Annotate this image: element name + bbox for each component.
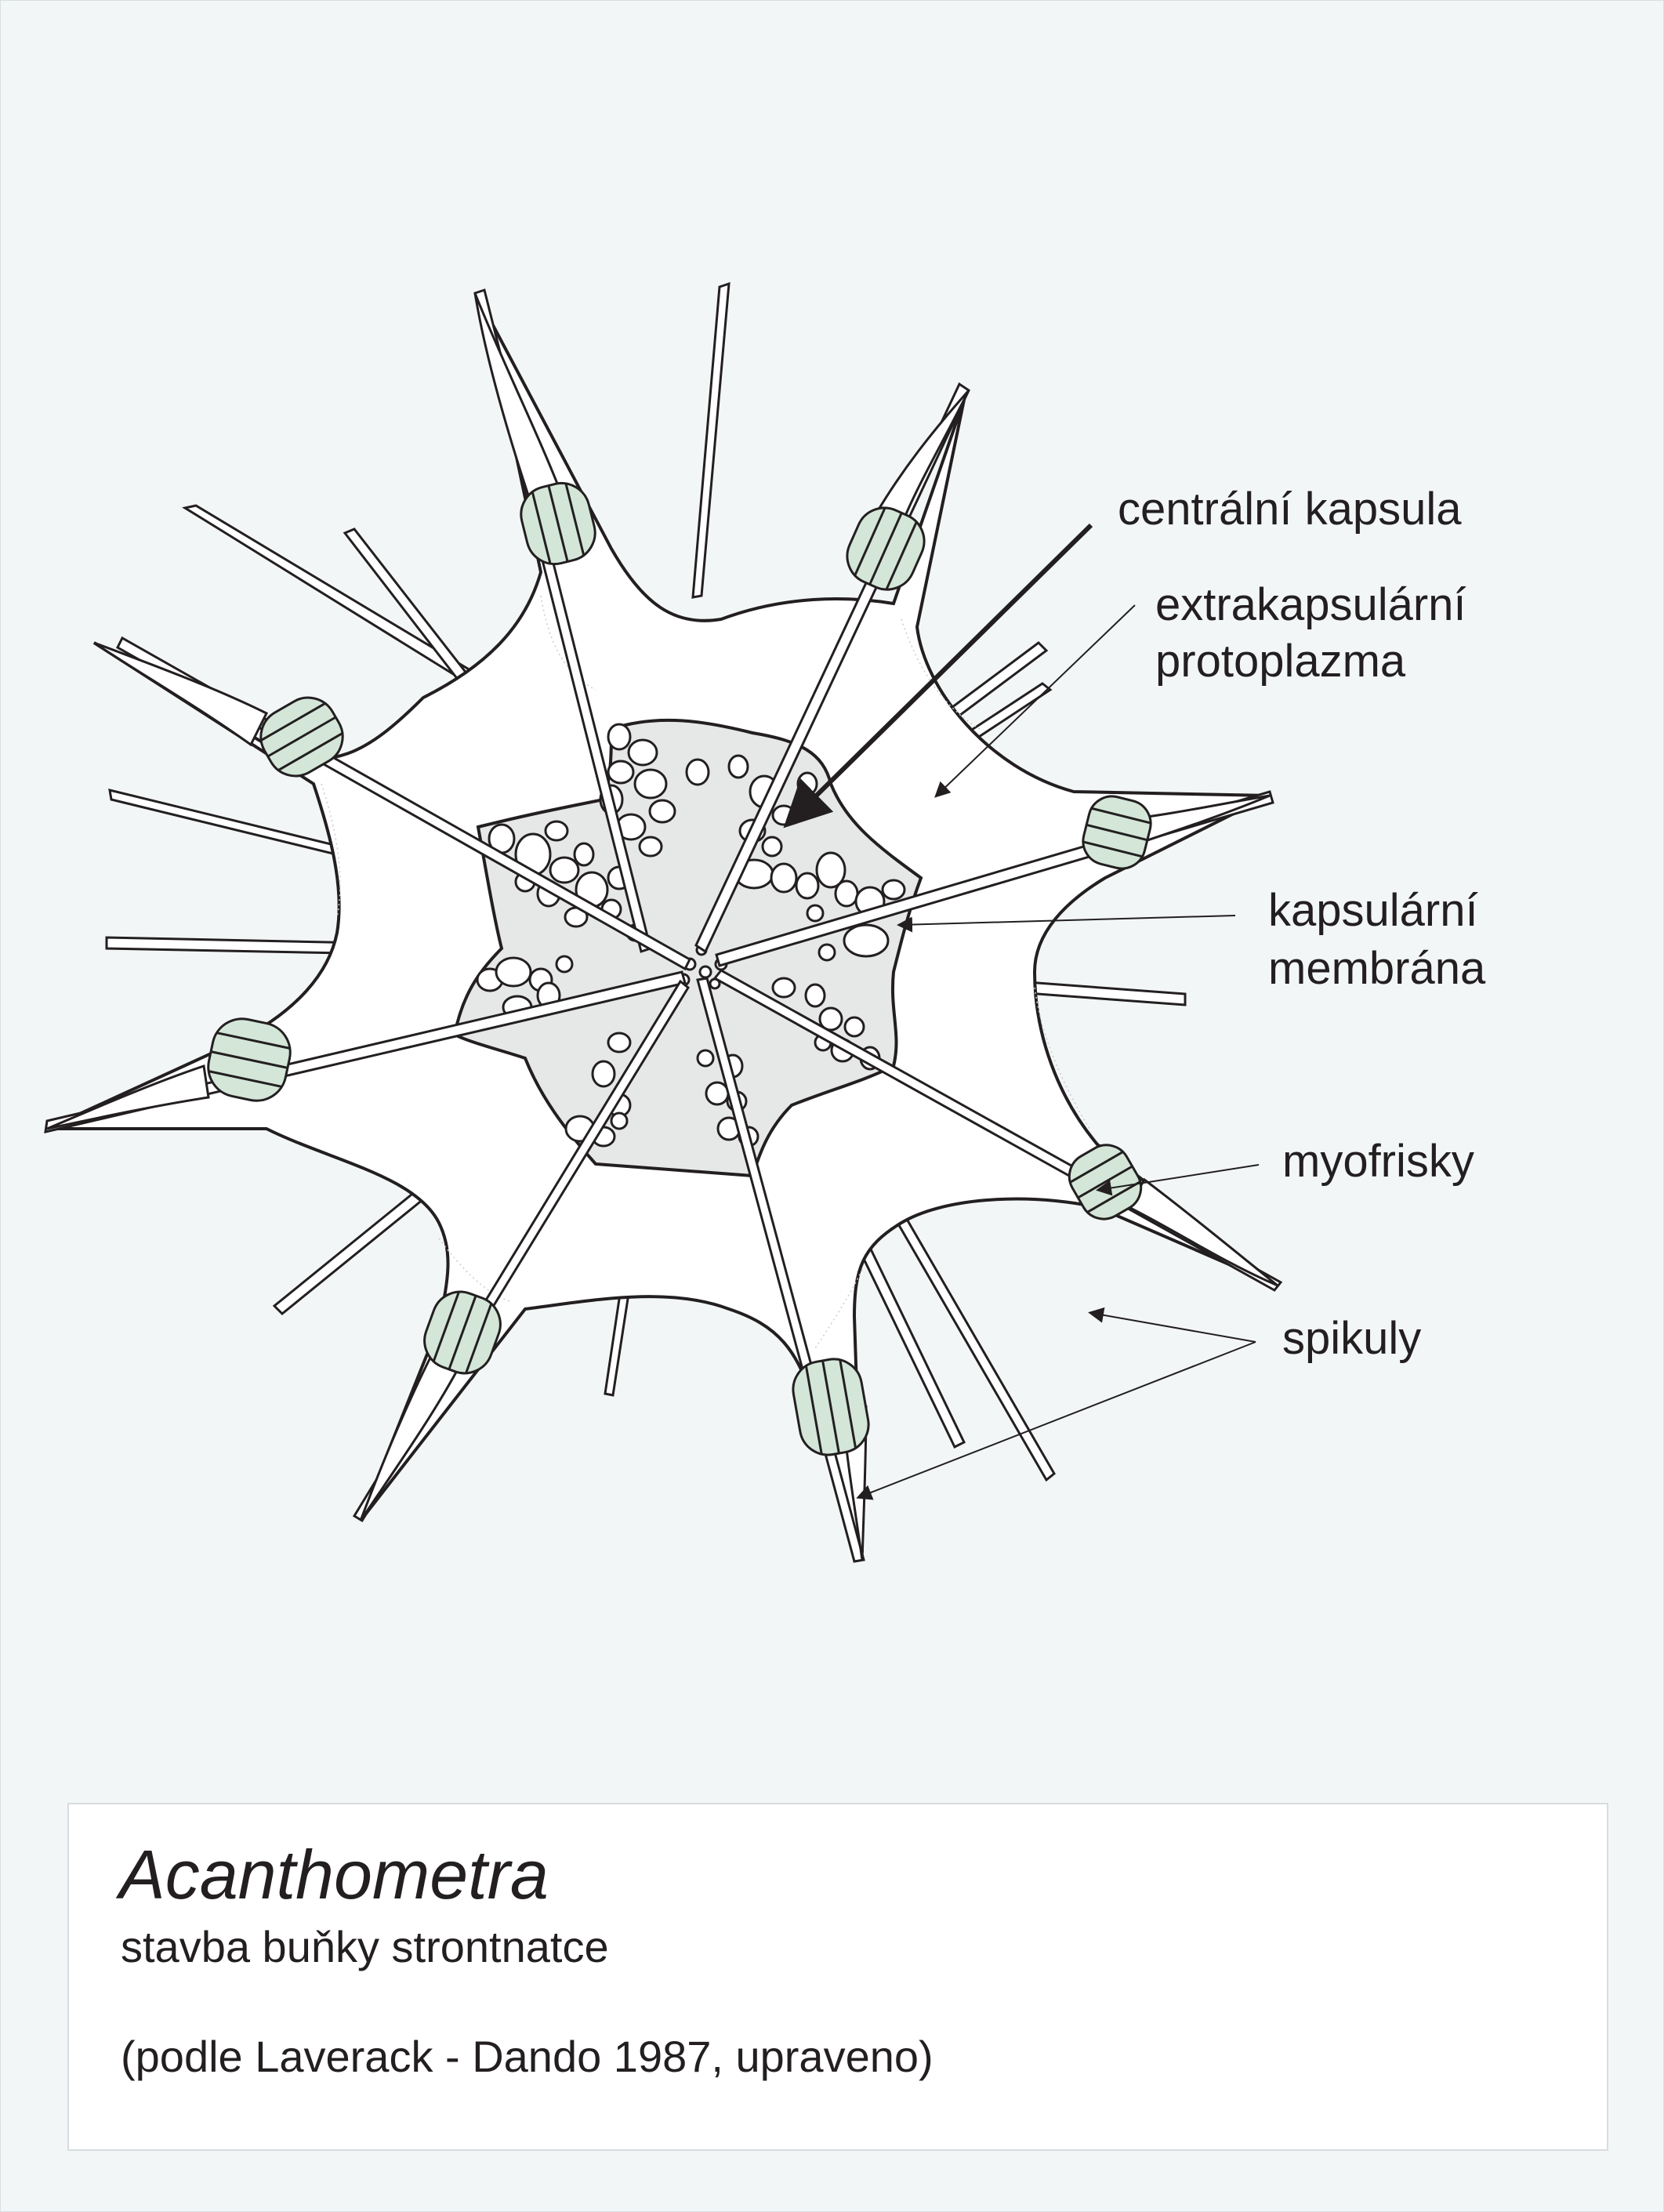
pointer-spicules-upper (1088, 1307, 1256, 1343)
pointer-extracapsular-protoplasm (934, 604, 1136, 798)
pointer-capsular-membrane (897, 915, 1236, 933)
acanthometra-diagram (44, 281, 1283, 1563)
label-capsular-membrane-line1: kapsulární (1268, 885, 1478, 936)
caption-subtitle: stavba buňky strontnatce (121, 1922, 609, 1971)
label-central-capsule: centrální kapsula (1118, 484, 1462, 535)
caption-title: Acanthometra (119, 1836, 549, 1913)
label-spicules: spikuly (1282, 1313, 1422, 1364)
caption-box: Acanthometra stavba buňky strontnatce (p… (67, 1803, 1608, 2151)
label-capsular-membrane-line2: membrána (1268, 943, 1486, 994)
myonemes (207, 481, 1152, 1456)
label-extracapsular-protoplasm-line2: protoplazma (1155, 636, 1406, 687)
label-myofrisks: myofrisky (1282, 1136, 1474, 1187)
label-extracapsular-protoplasm-line1: extrakapsulární (1155, 579, 1466, 630)
caption-source: (podle Laverack - Dando 1987, upraveno) (121, 2032, 934, 2081)
pointer-spicules-lower (856, 1341, 1256, 1500)
pointer-myofrisks (1096, 1164, 1260, 1196)
pointer-central-capsule (783, 523, 1093, 829)
spicule-tips (46, 292, 1278, 1561)
pointer-lines (783, 523, 1260, 1500)
